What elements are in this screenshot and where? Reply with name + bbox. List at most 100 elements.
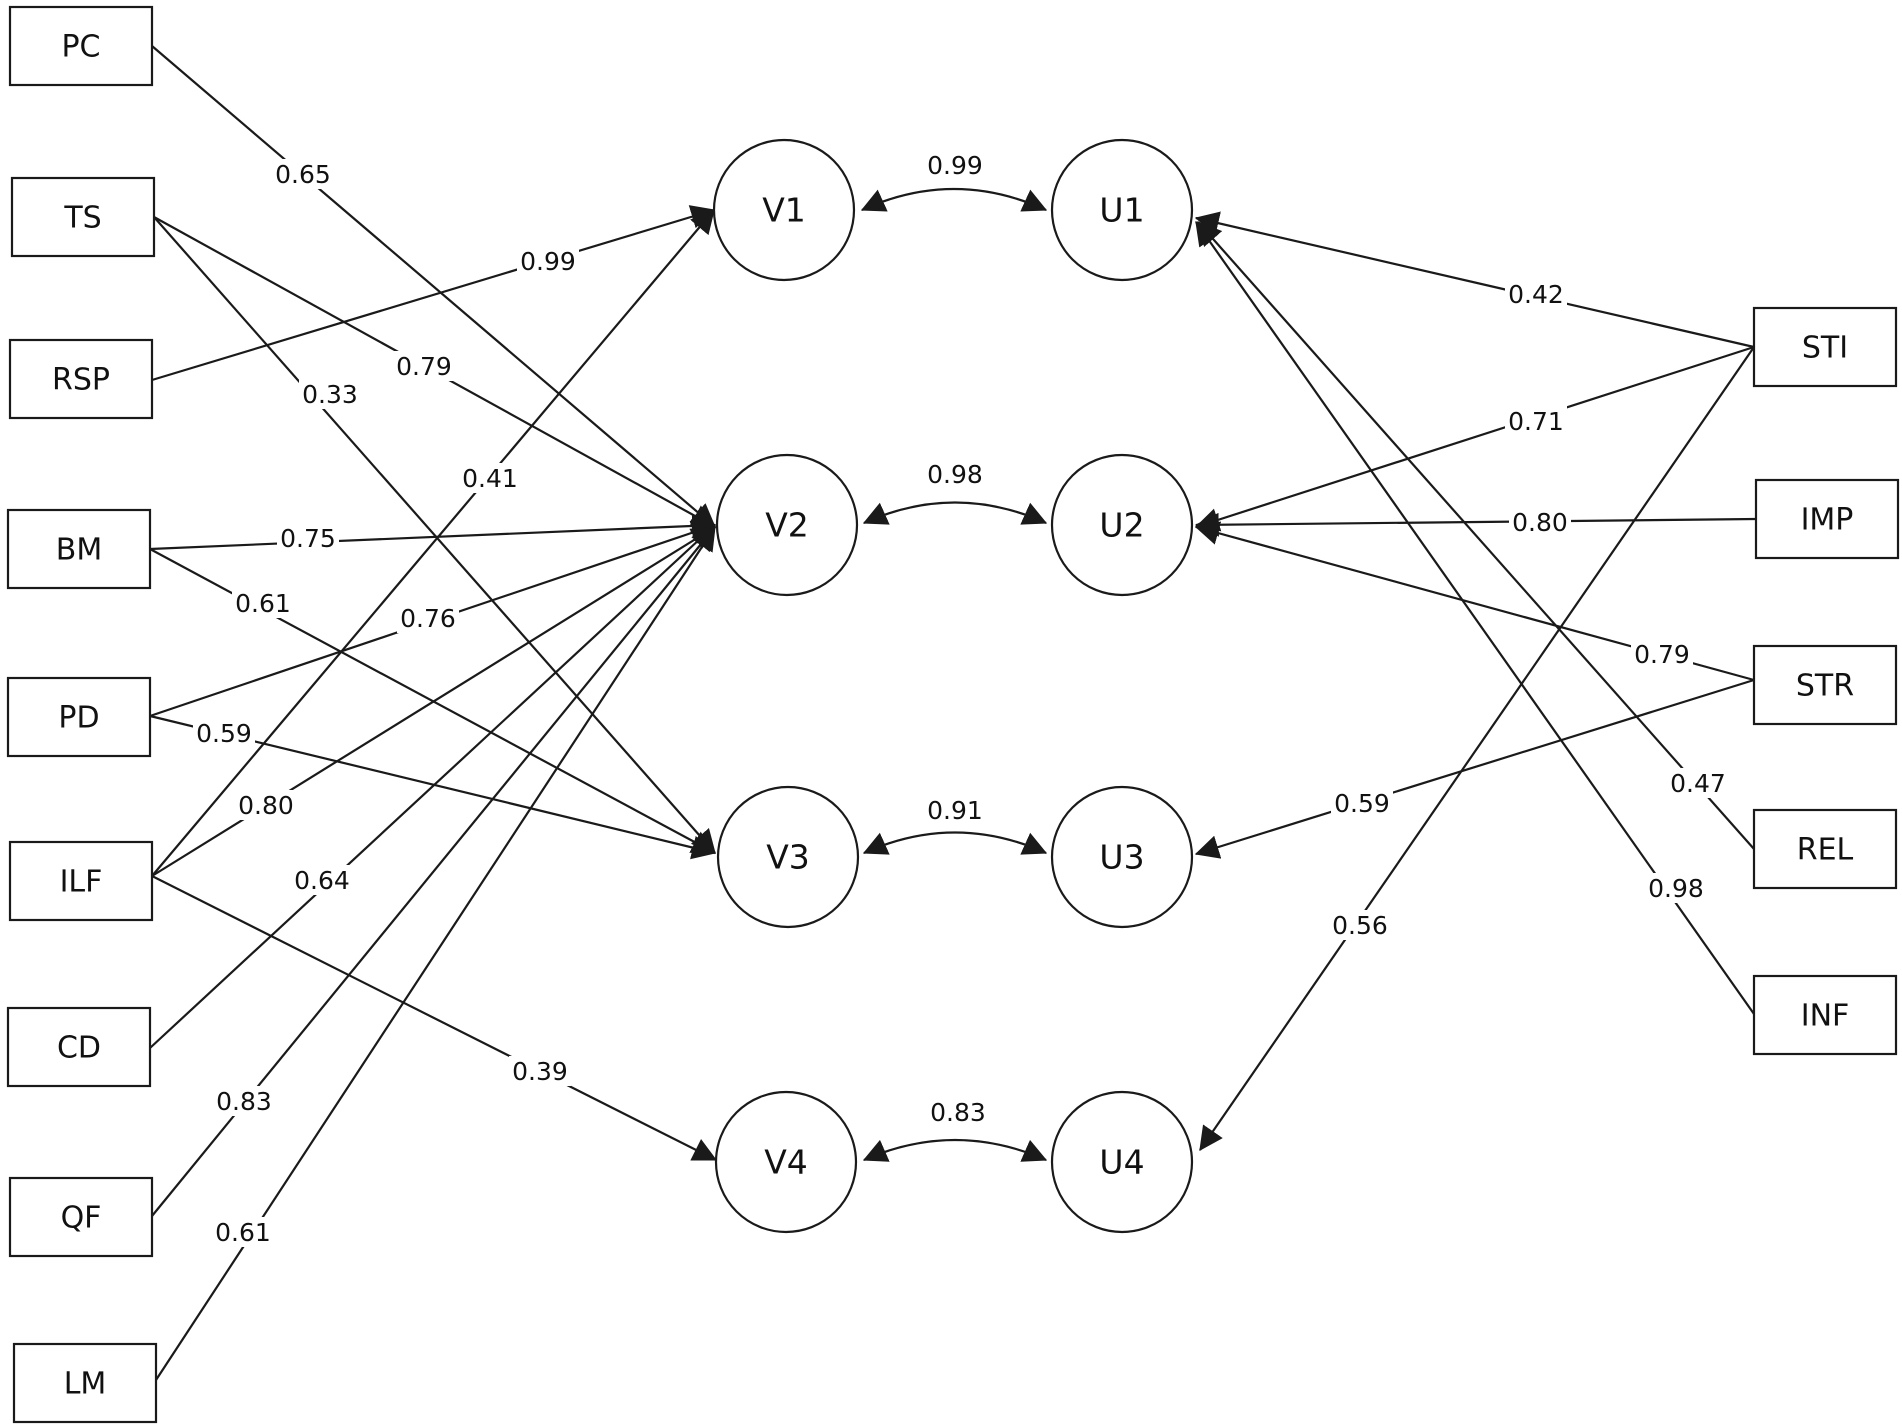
path-str-to-u3-label-bg xyxy=(1331,788,1393,818)
path-sti-to-u1 xyxy=(1194,211,1755,349)
path-lm-to-v2-label-text: 0.61 xyxy=(215,1218,271,1247)
correlation-v2-u2 xyxy=(862,501,1048,525)
latent-u1-circle xyxy=(1050,138,1194,282)
path-ts-to-v3 xyxy=(153,216,716,854)
path-ts-to-v3-label: 0.33 xyxy=(299,379,361,409)
path-sti-to-u4-label-bg xyxy=(1329,910,1391,940)
indicator-sti-box xyxy=(1752,306,1898,388)
latent-u2-label: U2 xyxy=(1099,506,1144,545)
indicator-ilf-label: ILF xyxy=(60,865,103,900)
path-lm-to-v2-label: 0.61 xyxy=(212,1217,274,1247)
path-sti-to-u1-label-text: 0.42 xyxy=(1508,280,1564,309)
latent-v3: V3 xyxy=(716,785,860,929)
latent-v3-circle xyxy=(716,785,860,929)
path-sti-to-u1-label-bg xyxy=(1505,279,1567,309)
latent-v4: V4 xyxy=(714,1090,858,1234)
path-pc-to-v2-label-text: 0.65 xyxy=(275,160,331,189)
path-rel-to-u1-label-text: 0.47 xyxy=(1670,769,1726,798)
path-bm-to-v2-label-text: 0.75 xyxy=(280,524,336,553)
path-str-to-u2-label: 0.79 xyxy=(1631,639,1693,669)
indicator-qf-box xyxy=(8,1176,154,1258)
path-ts-to-v2-label: 0.79 xyxy=(393,351,455,381)
path-qf-to-v2-label-bg xyxy=(213,1086,275,1116)
indicator-bm-box xyxy=(6,508,152,590)
path-str-to-u3-label-text: 0.59 xyxy=(1334,789,1390,818)
latent-u4: U4 xyxy=(1050,1090,1194,1234)
path-pd-to-v3-label-text: 0.59 xyxy=(196,719,252,748)
path-pc-to-v2-label: 0.65 xyxy=(272,159,334,189)
path-rel-to-u1-label-bg xyxy=(1667,768,1729,798)
path-ilf-to-v4-label-text: 0.39 xyxy=(512,1057,568,1086)
path-inf-to-u1-label-bg xyxy=(1645,873,1707,903)
indicator-pd: PD xyxy=(6,676,152,758)
indicator-inf: INF xyxy=(1752,974,1898,1056)
path-str-to-u2-label-text: 0.79 xyxy=(1634,640,1690,669)
path-bm-to-v2-label: 0.75 xyxy=(277,523,339,553)
indicator-pc-label: PC xyxy=(61,30,100,65)
indicator-imp: IMP xyxy=(1754,478,1900,560)
indicator-ilf-box xyxy=(8,840,154,922)
path-pc-to-v2-label-bg xyxy=(272,159,334,189)
path-sti-to-u4 xyxy=(1199,346,1755,1151)
diagram-nodes: PCTSRSPBMPDILFCDQFLMSTIIMPSTRRELINFV1V2V… xyxy=(6,5,1900,1424)
path-sti-to-u4-label-text: 0.56 xyxy=(1332,911,1388,940)
indicator-bm: BM xyxy=(6,508,152,590)
latent-u4-circle xyxy=(1050,1090,1194,1234)
indicator-pd-box xyxy=(6,676,152,758)
latent-v2-circle xyxy=(715,453,859,597)
path-rel-to-u1-label: 0.47 xyxy=(1667,768,1729,798)
indicator-qf-label: QF xyxy=(61,1201,102,1236)
path-str-to-u3-label: 0.59 xyxy=(1331,788,1393,818)
latent-u1-label: U1 xyxy=(1099,191,1144,230)
path-str-to-u2-label-bg xyxy=(1631,639,1693,669)
indicator-cd-box xyxy=(6,1006,152,1088)
indicator-pc-box xyxy=(8,5,154,87)
correlation-v3-u3 xyxy=(862,831,1048,855)
indicator-lm: LM xyxy=(12,1342,158,1424)
path-sti-to-u1-label: 0.42 xyxy=(1505,279,1567,309)
latent-u2: U2 xyxy=(1050,453,1194,597)
path-bm-to-v3-label-text: 0.61 xyxy=(235,589,291,618)
indicator-cd-label: CD xyxy=(57,1031,101,1066)
path-ilf-to-v1 xyxy=(151,209,715,877)
indicator-lm-box xyxy=(12,1342,158,1424)
path-rsp-to-v1 xyxy=(151,205,716,382)
latent-u1: U1 xyxy=(1050,138,1194,282)
path-ilf-to-v4 xyxy=(151,875,718,1161)
path-ts-to-v2-label-bg xyxy=(393,351,455,381)
path-ilf-to-v1-label-bg xyxy=(459,463,521,493)
indicator-ts: TS xyxy=(10,176,156,258)
latent-v4-label: V4 xyxy=(764,1143,808,1182)
latent-u2-circle xyxy=(1050,453,1194,597)
correlation-v3-u3-label: 0.91 xyxy=(927,796,983,825)
path-ilf-to-v4-label: 0.39 xyxy=(509,1056,571,1086)
indicator-lm-label: LM xyxy=(64,1367,107,1402)
indicator-qf: QF xyxy=(8,1176,154,1258)
indicator-pd-label: PD xyxy=(58,701,99,736)
path-qf-to-v2-label-text: 0.83 xyxy=(216,1087,272,1116)
indicator-ts-label: TS xyxy=(63,201,101,236)
path-ts-to-v2-label-text: 0.79 xyxy=(396,352,452,381)
path-rel-to-u1 xyxy=(1197,221,1755,850)
indicator-str-box xyxy=(1752,644,1898,726)
indicator-rel: REL xyxy=(1752,808,1898,890)
latent-v1-label: V1 xyxy=(762,191,806,230)
indicator-pc: PC xyxy=(8,5,154,87)
path-pd-to-v2-label-text: 0.76 xyxy=(400,604,456,633)
path-sti-to-u2 xyxy=(1194,345,1755,532)
path-pd-to-v2-label-bg xyxy=(397,603,459,633)
path-ilf-to-v2 xyxy=(151,526,717,877)
indicator-rsp-label: RSP xyxy=(52,363,110,398)
path-pd-to-v3-label: 0.59 xyxy=(193,718,255,748)
path-cd-to-v2-label-bg xyxy=(291,865,353,895)
indicator-rsp: RSP xyxy=(8,338,154,420)
path-cd-to-v2-label-text: 0.64 xyxy=(294,866,350,895)
latent-v1: V1 xyxy=(712,138,856,282)
path-pc-to-v2 xyxy=(151,45,716,528)
indicator-sti-label: STI xyxy=(1802,331,1848,366)
path-lm-to-v2-label-bg xyxy=(212,1217,274,1247)
indicator-rel-label: REL xyxy=(1797,833,1854,868)
indicator-bm-label: BM xyxy=(56,533,102,568)
path-ilf-to-v1-label: 0.41 xyxy=(459,463,521,493)
